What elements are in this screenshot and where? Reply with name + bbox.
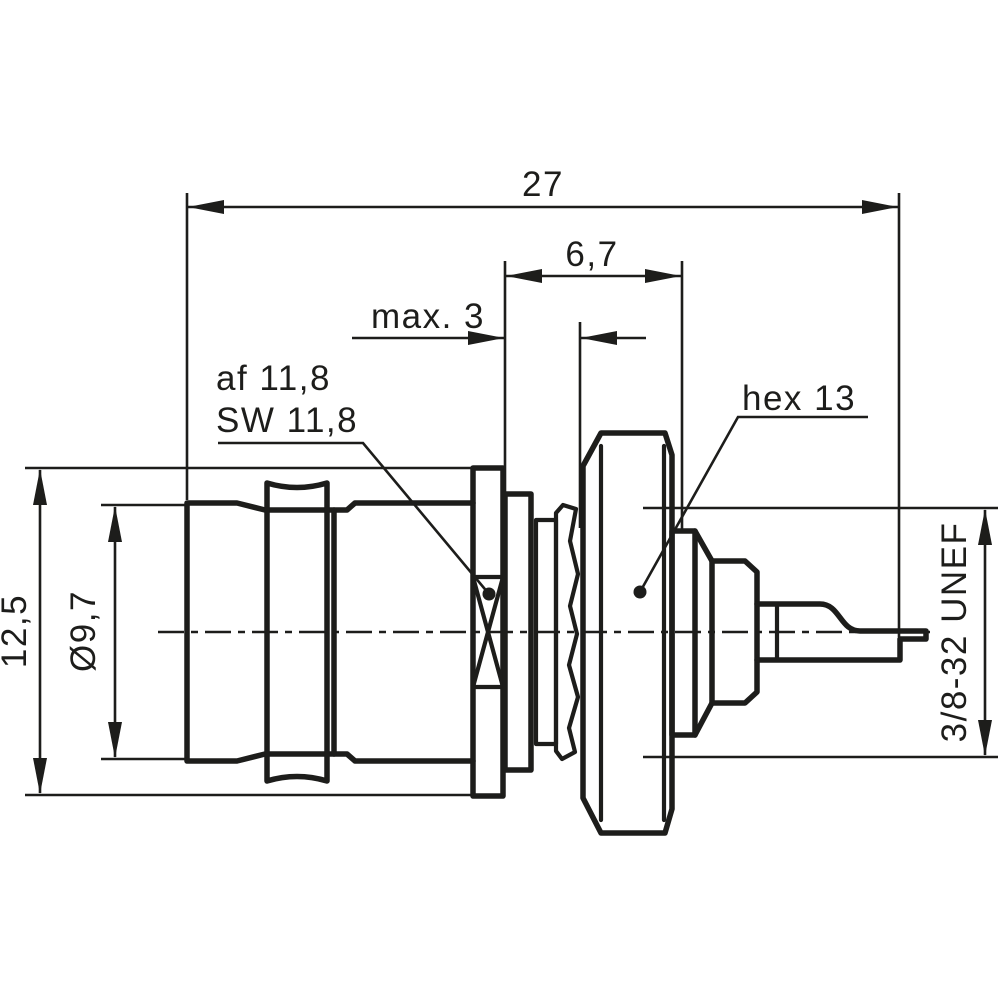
- flat-washer: [502, 491, 534, 773]
- dim-thread-spec-label: 3/8-32 UNEF: [935, 522, 974, 743]
- dim-body-diameter-label: Ø9,7: [64, 590, 103, 672]
- arrowhead-up-icon: [33, 469, 47, 505]
- dim-body-diameter: Ø9,7: [64, 503, 187, 761]
- connector-body: [184, 430, 929, 836]
- dim-panel-thickness-label: max. 3: [371, 297, 485, 336]
- label-wrench-flats: af 11,8 SW 11,8: [216, 359, 496, 601]
- bayonet-lug-top: [264, 480, 330, 513]
- arrowhead-up-icon: [978, 509, 992, 545]
- wrench-flats-leader-line: [218, 441, 490, 595]
- coupling-sleeve-lines: [264, 507, 337, 757]
- bayonet-lug-bottom: [264, 751, 330, 784]
- label-hex-size-text: hex 13: [742, 379, 856, 418]
- hex-nut-outline: [580, 430, 675, 836]
- arrowhead-down-icon: [978, 720, 992, 756]
- arrowhead-left-icon: [506, 269, 542, 283]
- arrowhead-down-icon: [108, 722, 122, 758]
- dim-rear-length: 6,7: [503, 235, 684, 529]
- arrowhead-right-icon: [468, 331, 504, 345]
- dim-thread-spec: 3/8-32 UNEF: [643, 506, 998, 759]
- label-wrench-flats-af: af 11,8: [216, 359, 331, 398]
- label-hex-size: hex 13: [633, 379, 868, 599]
- coupling-body-outline: [184, 500, 476, 764]
- arrowhead-left-icon: [188, 200, 224, 214]
- dim-panel-thickness: max. 3: [352, 297, 646, 528]
- wrench-flats-leader-dot: [482, 587, 496, 601]
- arrowhead-down-icon: [33, 758, 47, 794]
- dim-rear-length-label: 6,7: [565, 235, 618, 274]
- flange-cross-mark: [470, 574, 506, 690]
- label-wrench-flats-sw: SW 11,8: [216, 401, 358, 440]
- rear-collar-ring: [669, 528, 698, 738]
- dim-overall-length: 27: [185, 165, 901, 637]
- hex-size-leader-line: [638, 415, 868, 593]
- arrowhead-up-icon: [108, 506, 122, 542]
- rear-collar-taper: [692, 528, 715, 738]
- rear-bushing: [709, 558, 760, 706]
- arrowhead-left-icon: [581, 331, 617, 345]
- dim-flange-height-label: 12,5: [0, 594, 34, 668]
- solder-tab: [754, 601, 929, 663]
- arrowhead-right-icon: [862, 200, 898, 214]
- arrowhead-right-icon: [645, 269, 681, 283]
- dim-overall-length-label: 27: [522, 165, 564, 204]
- toothed-lock-washer: [553, 502, 581, 762]
- dim-flange-height: 12,5: [0, 466, 503, 797]
- hex-size-leader-dot: [633, 585, 647, 599]
